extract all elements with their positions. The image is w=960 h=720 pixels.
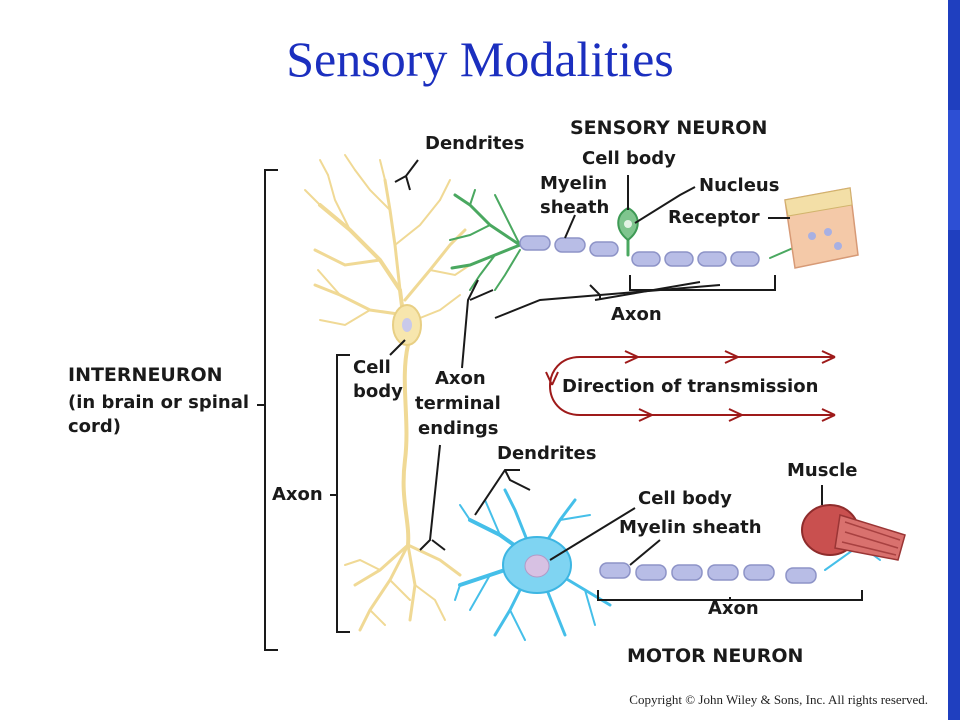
interneuron-illustration [304,154,471,632]
axon-terminal-label-line1: Axon [435,368,486,389]
interneuron-nucleus [402,318,412,332]
skin-receptor-illustration [784,187,859,269]
motor-dendrites-label: Dendrites [497,443,597,464]
slide-title: Sensory Modalities [286,31,674,87]
sensory-myelin-label-line2: sheath [540,197,610,218]
motor-myelin-label: Myelin sheath [619,517,762,538]
muscle-label: Muscle [787,460,858,481]
sensory-myelin-label-line1: Myelin [540,173,608,194]
bracket-lines [257,159,863,651]
sensory-nucleus-label: Nucleus [699,175,780,196]
motor-axon-label: Axon [708,598,759,619]
sensory-receptor-label: Receptor [668,207,760,228]
interneuron-cell-body-line1: Cell [353,357,391,378]
motor-cell-body-label: Cell body [638,488,732,509]
slide-accent-bar [948,0,960,720]
copyright-notice: Copyright © John Wiley & Sons, Inc. All … [629,692,928,707]
interneuron-subtitle-line1: (in brain or spinal [68,392,250,413]
sensory-axon-label: Axon [611,304,662,325]
interneuron-axon-label: Axon [272,484,323,505]
interneuron-dendrites-label: Dendrites [425,133,525,154]
motor-myelin-segments [599,562,817,584]
sensory-nucleus [624,220,632,228]
motor-nucleus [524,554,550,578]
slide-accent-bar-highlight [948,110,960,230]
transmission-label: Direction of transmission [562,376,819,397]
interneuron-heading: INTERNEURON [68,364,223,386]
sensory-neuron-heading: SENSORY NEURON [570,117,768,139]
motor-neuron-heading: MOTOR NEURON [627,645,804,667]
axon-terminal-label-line2: terminal [415,393,501,414]
sensory-myelin-segments [519,235,760,267]
sensory-cell-body-label: Cell body [582,148,676,169]
transmission-arrow [545,350,836,422]
interneuron-subtitle-line2: cord) [68,416,122,437]
axon-terminal-label-line3: endings [418,418,499,439]
sensory-neuron-illustration [449,189,821,291]
muscle-illustration [801,504,906,561]
interneuron-cell-body-line2: body [353,381,403,402]
